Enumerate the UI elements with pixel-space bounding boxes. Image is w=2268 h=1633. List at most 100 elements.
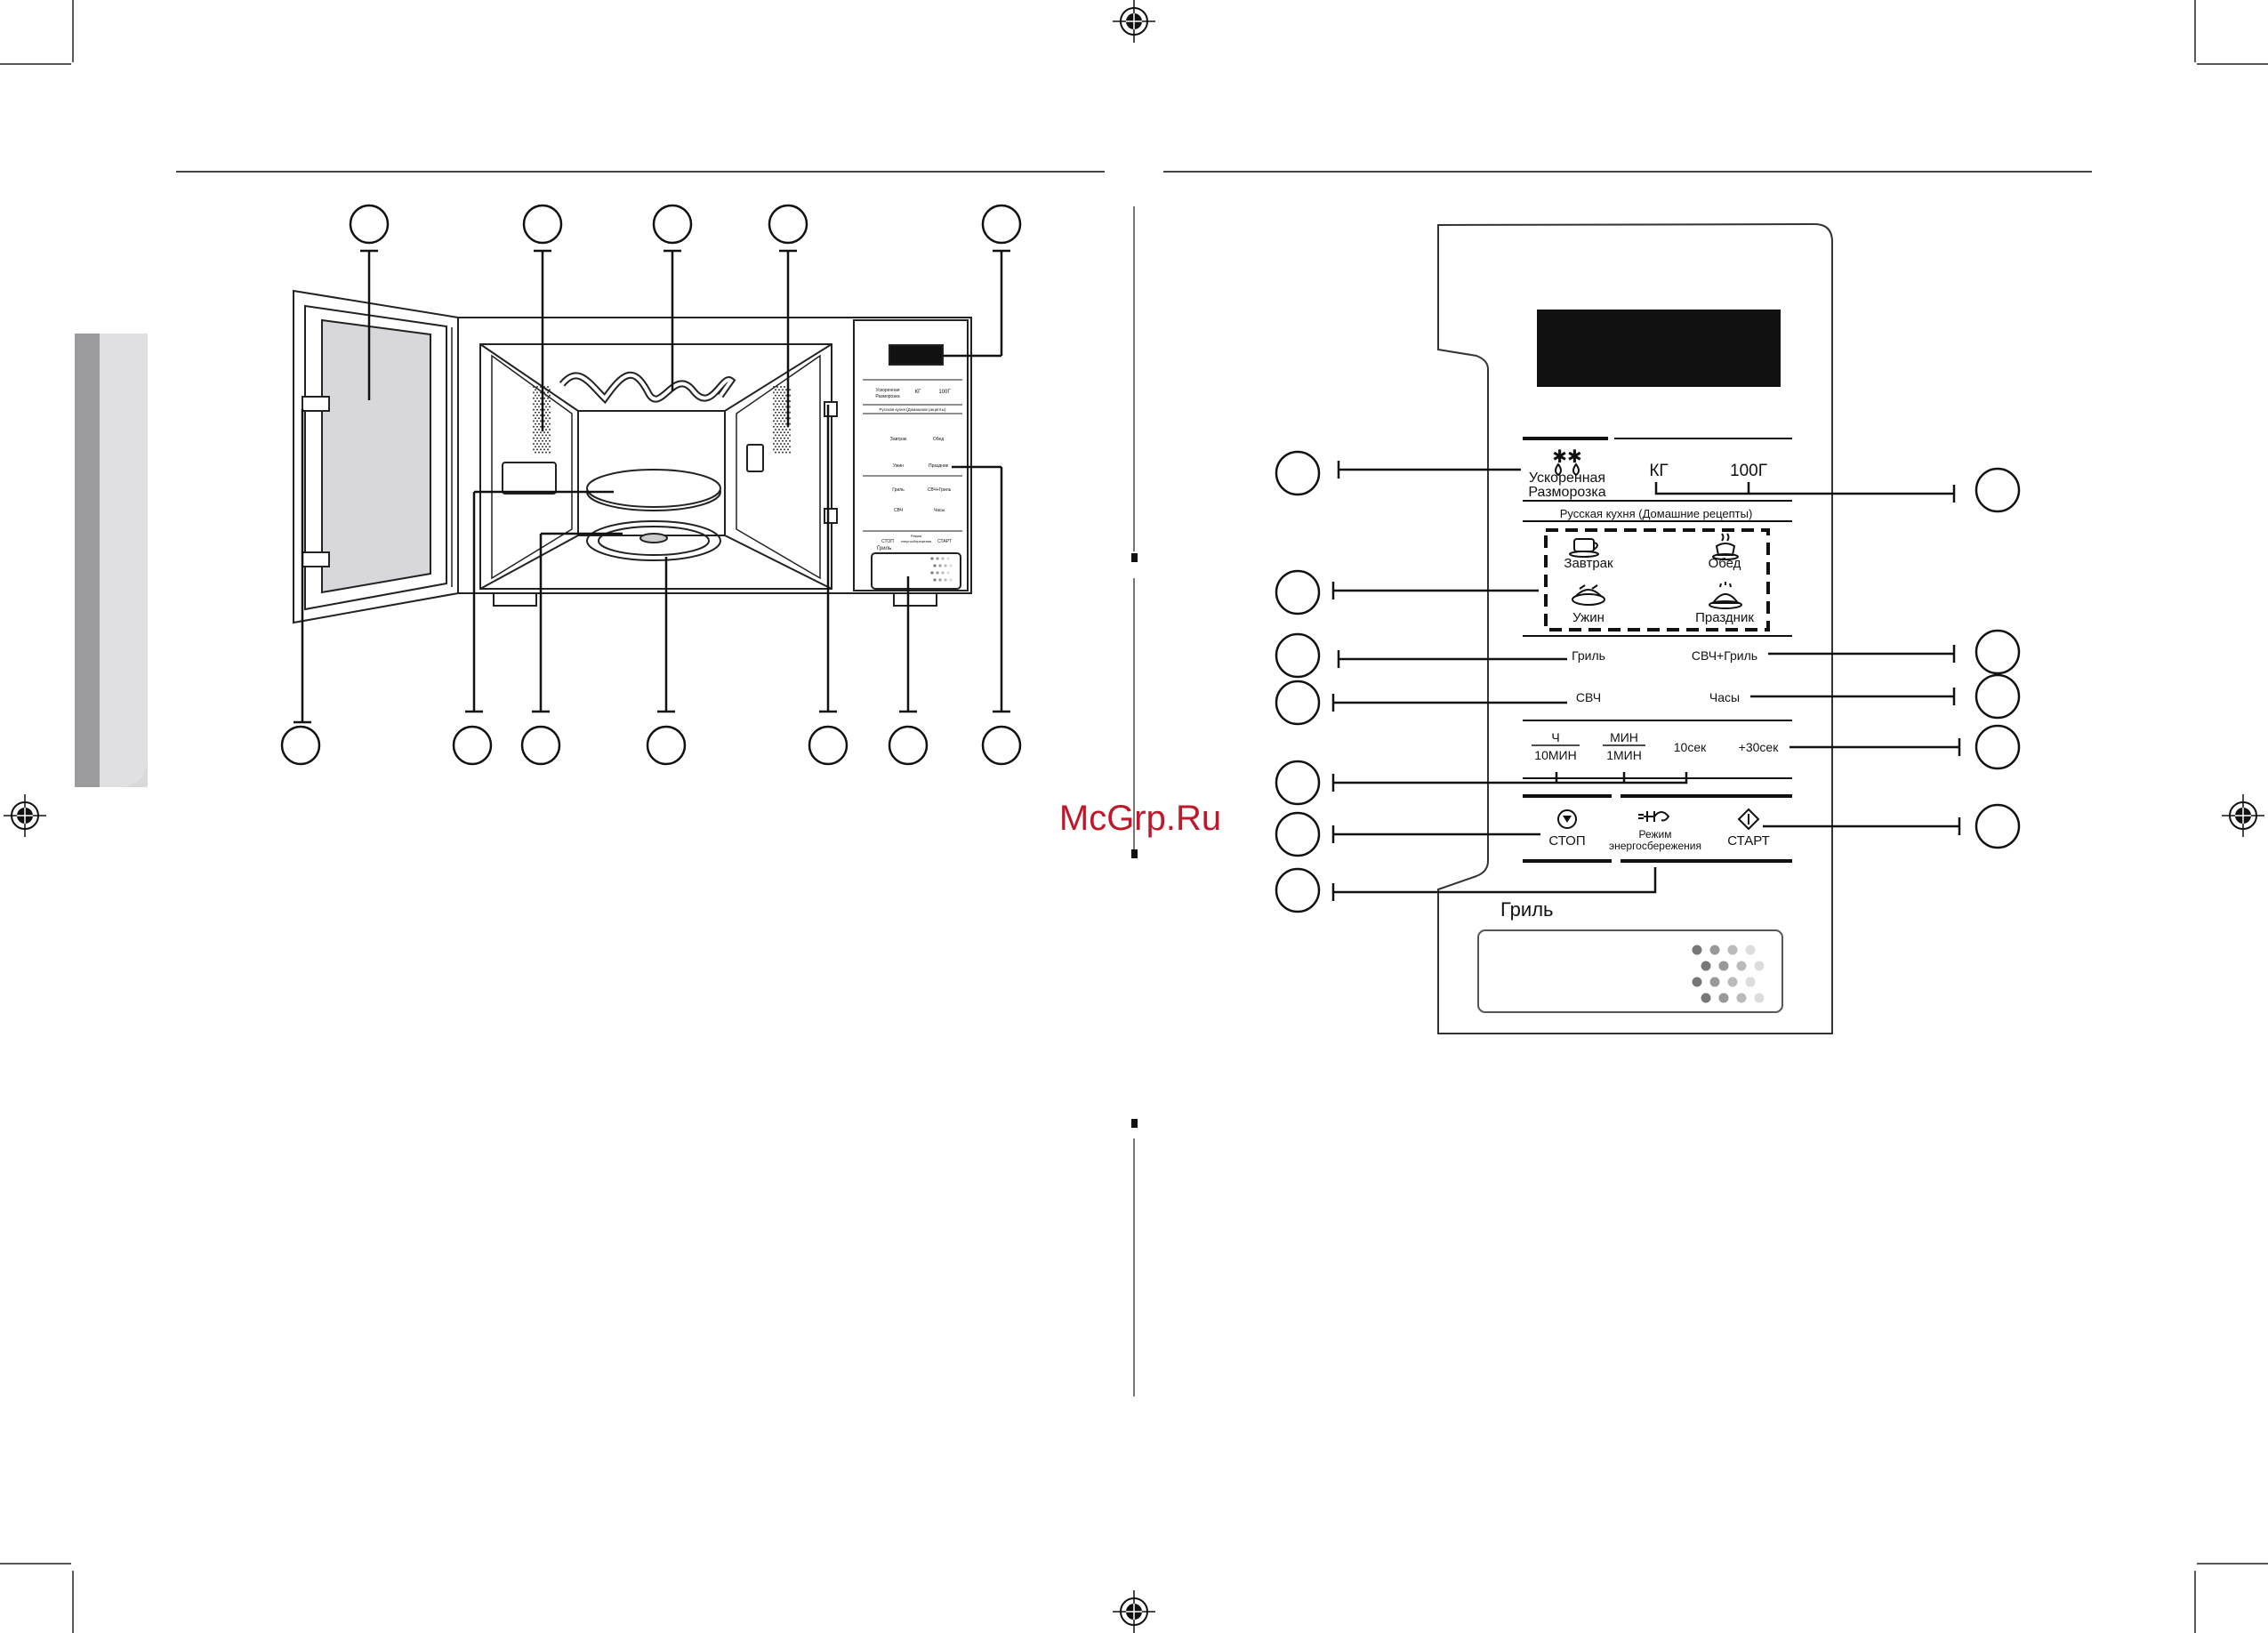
dot — [782, 411, 784, 414]
dot — [549, 446, 551, 448]
dot — [538, 400, 540, 402]
dot — [545, 451, 547, 454]
dot — [1754, 961, 1765, 971]
dot — [776, 420, 778, 422]
dot — [773, 443, 775, 445]
plus30sec-label: +30сек — [1739, 740, 1780, 754]
dot — [775, 400, 776, 402]
dot — [535, 400, 536, 402]
dot — [775, 429, 776, 430]
dot — [784, 437, 785, 439]
dot — [547, 443, 549, 445]
dot — [549, 422, 551, 425]
dot — [782, 389, 784, 391]
dot — [545, 389, 547, 391]
dot — [547, 425, 549, 428]
dot — [535, 389, 536, 391]
dot — [535, 446, 536, 448]
mini-eco-2: энергосбережения — [901, 539, 932, 543]
dot — [789, 446, 791, 448]
dot — [536, 397, 538, 399]
dot — [549, 406, 551, 408]
russian-cuisine-label: Русская кухня (Домашние рецепты) — [1560, 507, 1753, 520]
dot — [784, 386, 785, 388]
dot — [780, 408, 782, 411]
dot — [538, 411, 540, 414]
dot — [545, 422, 547, 425]
dot — [545, 417, 547, 420]
dot — [780, 443, 782, 445]
dot — [949, 578, 953, 582]
dot — [949, 564, 953, 567]
dot — [785, 417, 787, 420]
mini-start: СТАРТ — [937, 539, 952, 544]
dot — [533, 386, 535, 388]
defrost-label-1: Ускоренная — [1529, 471, 1605, 486]
dot — [549, 411, 551, 414]
dot — [778, 446, 780, 448]
dot — [785, 389, 787, 391]
dot — [936, 557, 939, 560]
dot — [536, 431, 538, 434]
dot — [938, 578, 942, 582]
dot — [785, 400, 787, 402]
dot — [549, 429, 551, 430]
dot — [778, 422, 780, 425]
dot — [785, 446, 787, 448]
start-icon — [1737, 808, 1760, 831]
dot — [784, 391, 785, 394]
1min-label: 1МИН — [1606, 748, 1642, 762]
dot — [540, 397, 542, 399]
dot — [780, 391, 782, 394]
dot — [782, 406, 784, 408]
dot — [785, 422, 787, 425]
dot — [543, 448, 545, 451]
breakfast-label: Завтрак — [1564, 556, 1613, 571]
dot — [775, 417, 776, 420]
kg-label: КГ — [1649, 462, 1668, 480]
side-tab — [75, 334, 148, 787]
mini-defrost-1: Ускоренная — [876, 388, 900, 393]
dot — [536, 437, 538, 439]
dot — [533, 391, 535, 394]
dot — [547, 386, 549, 388]
dot — [536, 403, 538, 406]
svg-text:✱✱: ✱✱ — [1552, 447, 1582, 467]
dot — [773, 437, 775, 439]
dot — [789, 434, 791, 437]
dot — [789, 394, 791, 397]
dot — [780, 397, 782, 399]
registration-mark-left — [4, 794, 46, 837]
dot — [1692, 945, 1702, 955]
dot — [542, 451, 543, 454]
10min-label: 10МИН — [1534, 748, 1576, 762]
registration-mark-top — [1113, 0, 1155, 43]
mini-control-panel — [853, 319, 969, 591]
dot — [784, 431, 785, 434]
dot — [543, 391, 545, 394]
dot — [1736, 961, 1747, 971]
mini-lunch: Обед — [933, 437, 944, 442]
mw-label: СВЧ — [1576, 690, 1601, 704]
dot — [543, 420, 545, 422]
dot — [784, 403, 785, 406]
registration-mark-right — [2222, 794, 2264, 837]
dot — [545, 446, 547, 448]
dot — [538, 417, 540, 420]
dot — [549, 434, 551, 437]
dot — [944, 578, 947, 582]
dot — [782, 422, 784, 425]
dot — [533, 403, 535, 406]
dot — [775, 422, 776, 425]
dot — [780, 437, 782, 439]
dot — [778, 411, 780, 414]
dot — [538, 439, 540, 442]
start-label: СТАРТ — [1727, 833, 1770, 849]
dot — [1754, 993, 1765, 1003]
holiday-icon — [1709, 582, 1742, 609]
watermark: McGrp.Ru — [1059, 799, 1221, 838]
dot — [780, 420, 782, 422]
dot — [782, 394, 784, 397]
dot — [535, 429, 536, 430]
dot — [784, 443, 785, 445]
